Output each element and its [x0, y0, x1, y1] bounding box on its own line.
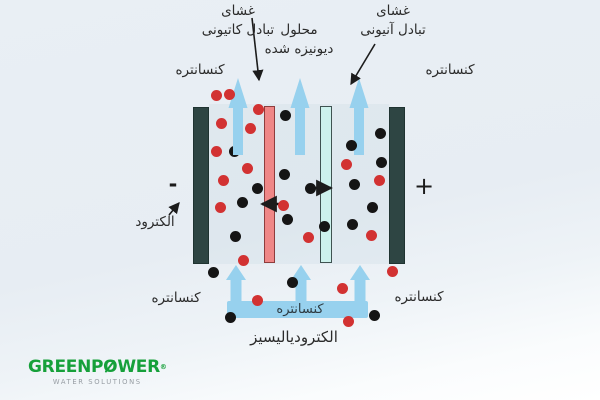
electrode-positive — [389, 107, 405, 264]
cation-dot — [237, 254, 249, 266]
label-anion-membrane: غشای تبادل آنیونی — [344, 2, 442, 40]
cation-dot — [386, 265, 398, 277]
cation-dot — [244, 122, 256, 134]
anion-dot — [374, 127, 386, 139]
label-electrode: الکترود — [135, 214, 175, 230]
plus-sign: + — [413, 172, 435, 200]
anion-dot — [224, 311, 236, 323]
label-deionized-solution: محلول دیونیزه شده — [251, 21, 347, 59]
anion-dot — [278, 168, 290, 180]
cation-dot — [340, 158, 352, 170]
anion-dot — [304, 182, 316, 194]
logo-slashed-o: O — [103, 357, 117, 377]
cation-dot — [365, 229, 377, 241]
minus-sign: - — [168, 172, 178, 196]
cation-dot — [210, 145, 222, 157]
logo-brand-post: WER — [117, 357, 160, 377]
cation-dot — [252, 103, 264, 115]
label-solution-line1: محلول — [280, 22, 318, 38]
anion-dot — [345, 139, 357, 151]
cation-dot — [277, 199, 289, 211]
cation-dot — [223, 88, 235, 100]
anion-dot — [236, 196, 248, 208]
cation-dot — [342, 315, 354, 327]
registered-mark: ® — [159, 363, 167, 371]
anion-dot — [279, 109, 291, 121]
label-anion-membrane-line2: تبادل آنیونی — [360, 22, 426, 38]
label-concentrate-bottom-right: کنسانتره — [394, 289, 444, 305]
label-concentrate-top-right: کنسانتره — [425, 62, 475, 78]
anion-dot — [348, 178, 360, 190]
cation-dot — [302, 231, 314, 243]
label-solution-line2: دیونیزه شده — [264, 41, 334, 57]
electrode-negative — [193, 107, 209, 264]
anion-dot — [286, 276, 298, 288]
label-anion-membrane-line1: غشای — [376, 3, 410, 19]
anion-dot — [251, 182, 263, 194]
anion-dot — [346, 218, 358, 230]
anion-dot — [366, 201, 378, 213]
label-concentrate-bottom-left: کنسانتره — [151, 290, 201, 306]
label-concentrate-top-left: کنسانتره — [175, 62, 225, 78]
greenpower-logo: GREENPOWER® WATER SOLUTIONS — [28, 357, 167, 386]
cation-dot — [373, 174, 385, 186]
logo-brand-text: GREENPOWER® — [28, 357, 167, 377]
logo-brand-pre: GREENP — [28, 357, 104, 377]
logo-tagline: WATER SOLUTIONS — [52, 378, 142, 386]
anion-dot — [281, 213, 293, 225]
cation-dot — [217, 174, 229, 186]
anion-dot — [318, 220, 330, 232]
anion-dot — [375, 156, 387, 168]
cation-dot — [214, 201, 226, 213]
diagram-title: الکترودیالیسیز — [250, 328, 338, 346]
cation-dot — [215, 117, 227, 129]
cation-dot — [210, 89, 222, 101]
anion-dot — [207, 266, 219, 278]
cation-dot — [251, 294, 263, 306]
cation-dot — [336, 282, 348, 294]
cation-exchange-membrane — [264, 106, 275, 263]
anion-dot — [368, 309, 380, 321]
label-cation-membrane-line1: غشای — [221, 3, 255, 19]
cation-dot — [241, 162, 253, 174]
label-concentrate-manifold: کنسانتره — [276, 302, 324, 317]
anion-dot — [229, 230, 241, 242]
